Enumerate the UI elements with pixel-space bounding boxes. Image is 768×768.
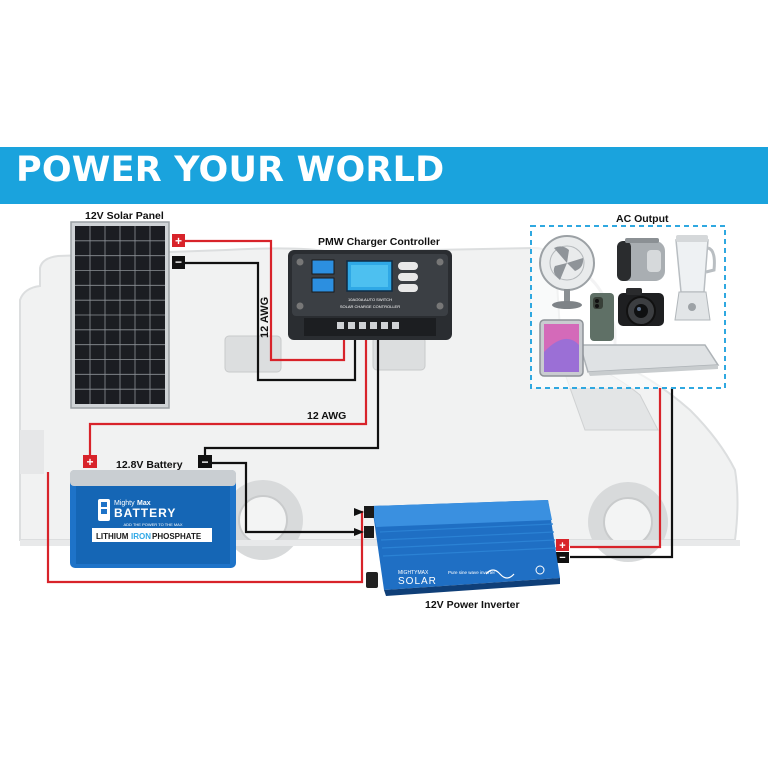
fan-icon — [539, 235, 595, 309]
battery: Mighty Max BATTERY ADD THE POWER TO THE … — [70, 470, 236, 568]
inverter-label: 12V Power Inverter — [425, 599, 520, 611]
charge-controller: 10A/20A AUTO SWITCH SOLAR CHARGE CONTROL… — [288, 250, 452, 340]
title-banner — [0, 147, 768, 204]
toaster-icon — [617, 238, 665, 281]
inverter-input-connectors — [354, 508, 364, 536]
charger-model-subtext: SOLAR CHARGE CONTROLLER — [340, 304, 400, 309]
wire-battery-positive — [88, 339, 368, 463]
inverter-brand-text: MIGHTYMAX — [398, 570, 429, 576]
wire-ac-negative — [570, 388, 674, 559]
laptop-icon — [578, 344, 720, 376]
wire-solar-positive — [185, 239, 346, 362]
minus-glyph: − — [201, 455, 208, 469]
camera-icon — [618, 288, 664, 326]
battery-brand-battery: BATTERY — [114, 506, 176, 520]
minus-glyph: − — [175, 255, 182, 269]
battery-brand-mighty: Mighty — [114, 500, 135, 507]
battery-negative-terminal — [198, 455, 212, 468]
battery-chem-lithium: LITHIUM — [96, 532, 129, 541]
solar-negative-terminal — [172, 256, 185, 269]
inverter-negative-terminal — [556, 552, 569, 563]
wire-ac-positive — [570, 388, 662, 549]
plus-glyph: + — [559, 540, 565, 552]
tablet-icon — [539, 319, 584, 377]
plus-glyph: + — [86, 455, 93, 469]
inverter-product-text: Pure sine wave inverter — [448, 570, 496, 575]
charger-model-text: 10A/20A AUTO SWITCH — [348, 297, 392, 302]
battery-label: 12.8V Battery — [116, 459, 183, 471]
solar-panel — [70, 221, 170, 409]
inverter-solar-text: SOLAR — [398, 576, 437, 587]
wire-solar-negative — [185, 261, 357, 382]
plus-glyph: + — [175, 234, 182, 248]
charger-controller-label: PMW Charger Controller — [318, 236, 440, 248]
power-inverter: MIGHTYMAX SOLAR Pure sine wave inverter — [364, 500, 560, 596]
inverter-positive-terminal — [556, 539, 569, 551]
wire-gauge-label-horizontal: 12 AWG — [307, 410, 347, 422]
solar-positive-terminal — [172, 234, 185, 247]
wire-gauge-label-vertical: 12 AWG — [259, 296, 271, 338]
battery-chem-iron: IRON — [131, 532, 151, 541]
battery-positive-terminal — [83, 455, 97, 468]
wire-inverter-negative — [212, 461, 360, 534]
minus-glyph: − — [559, 552, 565, 564]
battery-brand-max: Max — [137, 500, 151, 507]
solar-panel-label: 12V Solar Panel — [85, 210, 164, 222]
phone-icon — [590, 293, 614, 341]
banner-title: POWER YOUR WORLD — [16, 150, 445, 190]
battery-tagline: ADD THE POWER TO THE MAX — [123, 522, 182, 527]
ac-output-label: AC Output — [616, 213, 669, 225]
blender-icon — [674, 235, 716, 321]
battery-chem-phosphate: PHOSPHATE — [152, 532, 202, 541]
ac-output-box — [530, 225, 726, 389]
